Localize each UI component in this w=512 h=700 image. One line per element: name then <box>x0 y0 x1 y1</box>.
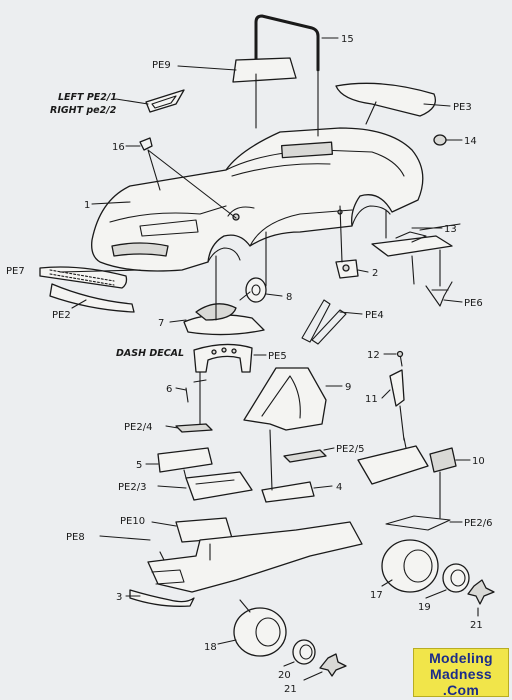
label-pe2: PE2 <box>52 310 71 321</box>
label-16: 16 <box>112 142 125 153</box>
label-10: 10 <box>472 456 485 467</box>
part-seat <box>243 367 327 431</box>
label-pe9: PE9 <box>152 60 171 71</box>
label-14: 14 <box>464 136 477 147</box>
label-pe10: PE10 <box>120 516 145 527</box>
label-pe2-4: PE2/4 <box>124 422 152 433</box>
logo-line-3: .Com <box>442 682 480 698</box>
part-rear-window <box>335 82 437 117</box>
modeling-madness-logo: Modeling Madness .Com <box>413 648 509 698</box>
part-screw <box>185 379 207 403</box>
part-mirror <box>139 137 153 151</box>
label-13: 13 <box>444 224 457 235</box>
label-6: 6 <box>166 384 172 395</box>
part-guide-blade <box>129 589 195 607</box>
part-plate-pe2-6 <box>385 515 451 531</box>
label-dash-decal: DASH DECAL <box>116 348 184 359</box>
label-pe4: PE4 <box>365 310 384 321</box>
label-5: 5 <box>136 460 142 471</box>
part-car-body <box>91 127 424 272</box>
logo-line-2: Madness <box>429 666 492 682</box>
label-7: 7 <box>158 318 164 329</box>
label-1: 1 <box>84 200 90 211</box>
part-pedal-frame <box>301 299 347 345</box>
leader-lines <box>59 37 479 681</box>
part-windscreen <box>232 57 297 83</box>
part-guide-flag <box>425 281 453 307</box>
label-17: 17 <box>370 590 383 601</box>
part-dash-decal <box>193 343 253 373</box>
part-front-spoiler <box>49 283 135 313</box>
label-11: 11 <box>365 394 378 405</box>
label-20: 20 <box>278 670 291 681</box>
label-2: 2 <box>372 268 378 279</box>
label-8: 8 <box>286 292 292 303</box>
part-hub-insert-a <box>467 579 495 605</box>
part-hub-insert-b <box>319 653 347 677</box>
label-pe7: PE7 <box>6 266 25 277</box>
label-3: 3 <box>116 592 122 603</box>
part-plate-pe8 <box>99 535 151 541</box>
label-15: 15 <box>341 34 354 45</box>
part-guide-post <box>389 369 405 407</box>
label-9: 9 <box>345 382 351 393</box>
part-rear-tyre <box>381 539 439 593</box>
part-block-5 <box>157 447 213 473</box>
part-front-wheel <box>292 639 316 665</box>
part-plate-pe2-5 <box>283 449 327 463</box>
label-21b: 21 <box>284 684 297 695</box>
part-small-bracket <box>335 259 359 279</box>
label-19: 19 <box>418 602 431 613</box>
part-pin <box>396 350 404 367</box>
logo-line-1: Modeling <box>429 650 493 666</box>
part-dashboard <box>183 303 265 336</box>
label-right-pe2-2: RIGHT pe2/2 <box>50 105 117 116</box>
part-front-tyre <box>233 607 287 657</box>
part-chassis <box>147 521 363 593</box>
part-tray <box>185 471 253 501</box>
part-motor <box>357 437 457 485</box>
part-rear-bracket <box>371 223 461 257</box>
label-pe2-6: PE2/6 <box>464 518 492 529</box>
part-fuel-cap <box>433 134 447 146</box>
label-left-pe2-1: LEFT PE2/1 <box>58 92 117 103</box>
label-pe8: PE8 <box>66 532 85 543</box>
part-roll-bar <box>254 14 320 72</box>
part-plate-pe2-4 <box>175 423 213 433</box>
label-21a: 21 <box>470 620 483 631</box>
label-pe3: PE3 <box>453 102 472 113</box>
part-side-window <box>145 89 185 113</box>
label-12: 12 <box>367 350 380 361</box>
part-block-4 <box>261 481 315 503</box>
label-pe5: PE5 <box>268 351 287 362</box>
label-4: 4 <box>336 482 342 493</box>
part-steering-wheel <box>239 277 267 303</box>
label-18: 18 <box>204 642 217 653</box>
label-pe2-5: PE2/5 <box>336 444 364 455</box>
label-pe6: PE6 <box>464 298 483 309</box>
part-rear-wheel <box>442 563 470 593</box>
label-pe2-3: PE2/3 <box>118 482 146 493</box>
